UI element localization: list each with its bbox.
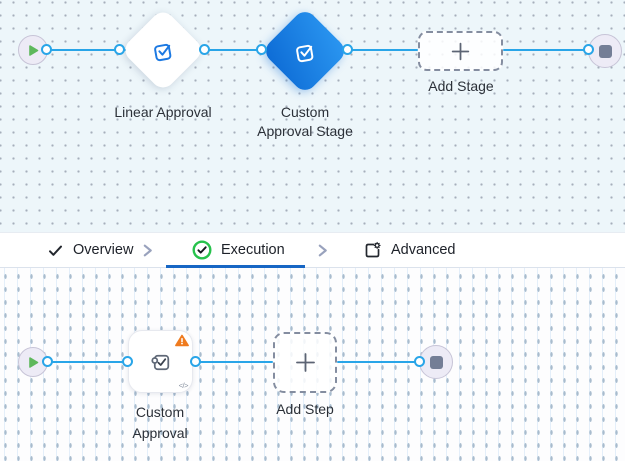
flow-edge [503,48,590,52]
connector-port[interactable] [256,44,267,55]
connector-port[interactable] [190,356,201,367]
connector-port[interactable] [414,356,425,367]
play-icon [28,44,39,57]
connector-port[interactable] [42,356,53,367]
stop-icon [598,44,612,58]
plus-icon [449,40,472,63]
play-icon [28,356,39,369]
chevron-right-icon [316,233,329,267]
step-canvas[interactable]: </> Custom Approval Add Step [0,268,625,461]
tab-advanced[interactable]: Advanced [363,233,456,267]
tab-label: Overview [73,242,134,258]
flow-edge [47,48,120,52]
flow-edge [120,48,348,52]
step-node-custom-approval[interactable]: </> [128,330,193,393]
connector-port[interactable] [122,356,133,367]
tab-label: Execution [221,242,285,258]
custom-step-puzzle-icon [147,348,174,375]
flow-edge [337,360,420,364]
flow-edge [196,360,273,364]
connector-port[interactable] [583,44,594,55]
connector-port[interactable] [342,44,353,55]
add-stage-button[interactable] [418,31,503,71]
code-badge: </> [178,381,189,390]
plus-icon [293,350,318,375]
add-step-button[interactable] [273,332,337,393]
flow-edge [348,48,418,52]
tab-label: Advanced [391,242,456,258]
warning-icon [175,334,189,347]
approval-stage-icon [292,38,319,65]
stop-icon [429,355,443,369]
stage-label-linear-approval: Linear Approval [114,104,212,120]
check-circle-icon [192,240,212,260]
stage-detail-tabs: Overview Execution [0,232,625,268]
connector-port[interactable] [114,44,125,55]
stage-canvas[interactable]: Linear Approval Custom Approval Stage Ad… [0,0,625,232]
add-step-label: Add Step [276,401,334,417]
check-icon [47,243,64,258]
stage-node-custom-approval-stage[interactable] [261,7,349,95]
active-tab-underline [166,265,305,268]
connector-port[interactable] [199,44,210,55]
advanced-settings-icon [363,241,382,260]
chevron-right-icon [141,233,154,267]
step-label-custom-approval: Custom Approval [132,404,188,441]
add-stage-label: Add Stage [428,78,494,94]
approval-stage-icon [150,37,177,64]
start-node[interactable] [18,35,48,65]
connector-port[interactable] [41,44,52,55]
tab-execution[interactable]: Execution [192,233,285,267]
tab-overview[interactable]: Overview [47,233,133,267]
stage-node-linear-approval[interactable] [120,7,206,93]
start-node[interactable] [18,347,48,377]
flow-edge [48,360,128,364]
stage-label-custom-approval-stage: Custom Approval Stage [257,104,353,139]
